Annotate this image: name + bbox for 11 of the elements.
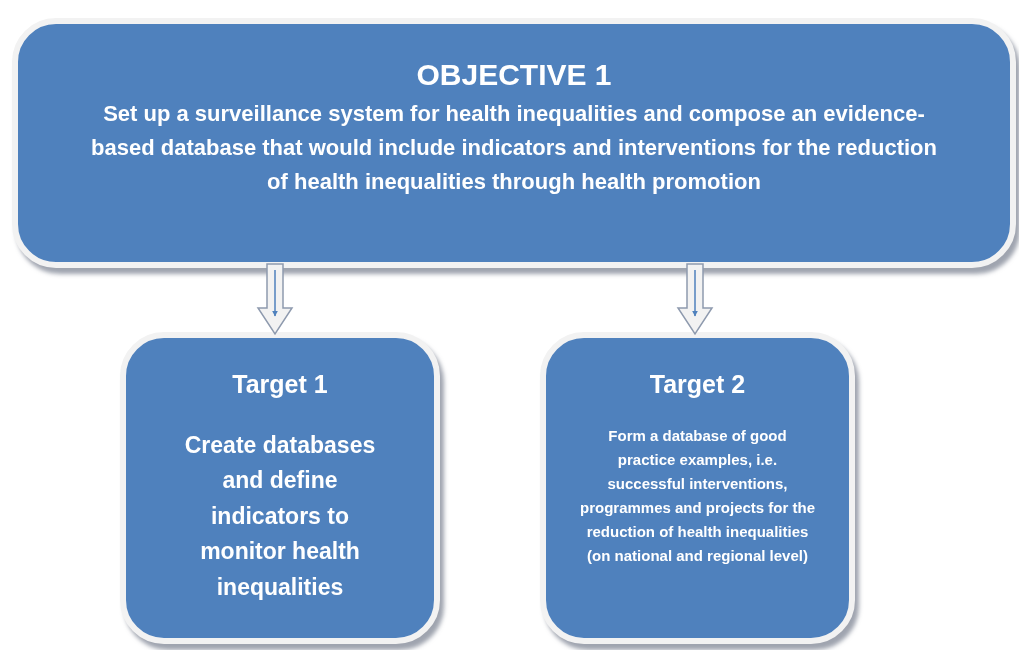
block-arrow xyxy=(676,263,714,336)
rounded-box xyxy=(540,332,855,644)
box-text: Form a database of good practice examples, i.e. successful interventions, programmes and projects for the reduction of health inequalities (on national and regional level) xyxy=(578,425,817,566)
rounded-box xyxy=(12,18,1016,268)
rounded-box xyxy=(120,332,440,644)
box-text: Set up a surveillance system for health inequalities and compose an evidence-based database that would include indicators and interventions for the reduction of health inequalities through health promotion xyxy=(90,100,938,197)
box-text: Create databases and define indicators to monitor health inequalities xyxy=(183,430,377,603)
box-heading: Target 1 xyxy=(232,369,328,400)
block-arrow xyxy=(256,263,294,336)
box-heading: OBJECTIVE 1 xyxy=(416,57,612,93)
box-heading: Target 2 xyxy=(649,369,746,400)
